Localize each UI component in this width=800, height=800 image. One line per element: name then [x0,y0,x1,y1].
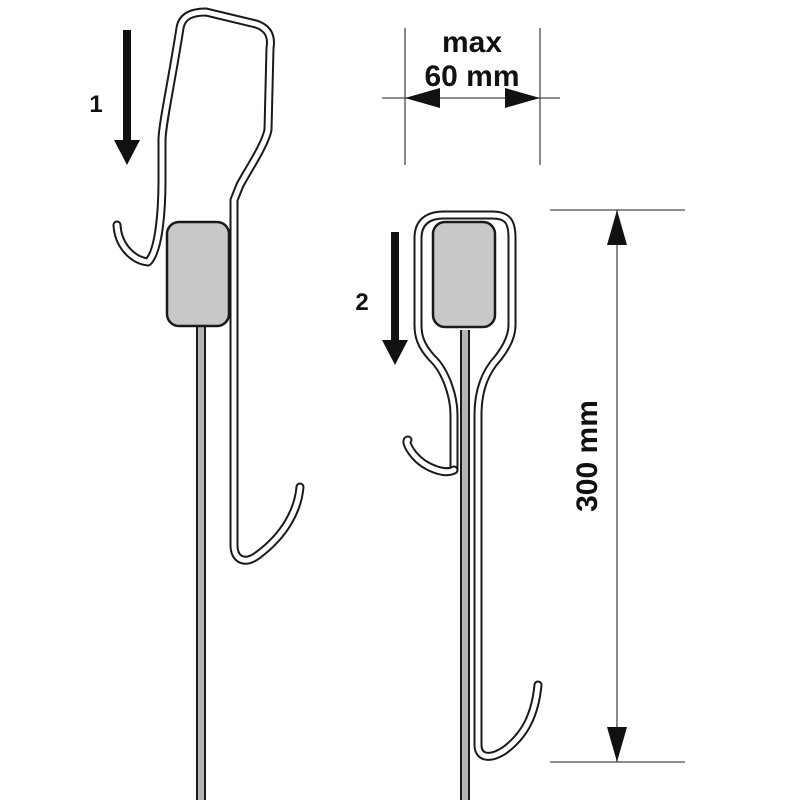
length-dimension [550,209,685,763]
step-2-label: 2 [355,289,368,316]
width-dimension [382,28,560,165]
width-arrow-right-icon [505,88,540,108]
left-wire-hook [112,7,305,565]
right-assembly [402,210,543,800]
left-assembly [112,7,305,800]
left-slider-block [165,220,231,328]
right-wire-hook [402,210,543,761]
length-arrow-top-icon [607,210,627,245]
width-label-max: max [442,26,502,59]
arrow-1-icon [114,30,140,165]
width-arrow-left-icon [405,88,440,108]
right-slider-block [431,220,497,329]
step-1-label: 1 [89,91,102,118]
length-label: 300 mm [571,400,604,512]
arrow-2-icon [382,232,408,365]
width-label-value: 60 mm [424,60,519,93]
length-arrow-bottom-icon [607,727,627,762]
